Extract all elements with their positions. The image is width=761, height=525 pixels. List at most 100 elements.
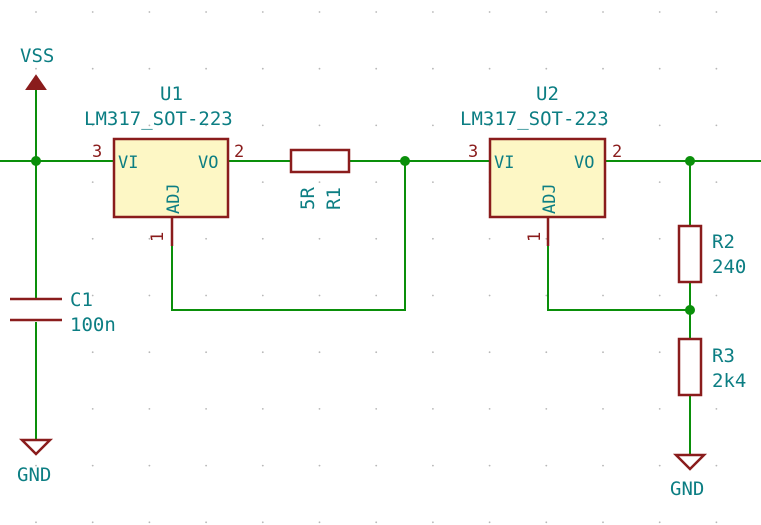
grid-dot <box>148 464 151 467</box>
grid-dot <box>715 408 718 410</box>
grid-dot <box>602 124 604 127</box>
u1-pin3-number: 3 <box>92 142 102 162</box>
grid-dot <box>318 237 321 240</box>
u1-pin1-number: 1 <box>148 232 168 242</box>
u2-value: LM317_SOT-223 <box>460 108 609 130</box>
grid-dot <box>715 67 718 70</box>
grid-dot <box>658 351 661 354</box>
grid-dot <box>658 408 661 410</box>
grid-dot <box>261 351 264 354</box>
resistor-r1[interactable]: 5R R1 <box>289 148 351 210</box>
grid-dot <box>375 124 378 127</box>
grid-dot <box>148 351 151 354</box>
gnd-symbol-right[interactable]: GND <box>670 453 708 500</box>
grid-dot <box>261 181 264 184</box>
grid-dot <box>545 294 548 297</box>
grid-dot <box>205 67 208 70</box>
junction-dot <box>685 305 695 315</box>
grid-dot <box>432 408 434 410</box>
grid-dot <box>205 124 208 127</box>
c1-value: 100n <box>70 314 116 336</box>
grid-dot <box>715 464 718 467</box>
grid-dot <box>602 237 604 240</box>
capacitor-c1[interactable]: C1 100n <box>10 289 116 336</box>
grid-dot <box>715 181 718 184</box>
grid-dot <box>602 408 604 410</box>
r1-value: 5R <box>297 187 319 210</box>
u2-pin-vo-name: VO <box>574 153 594 173</box>
ground-icon <box>18 438 54 456</box>
grid-dot <box>205 237 208 240</box>
grid-dot <box>602 11 604 13</box>
grid-dot <box>318 351 321 354</box>
r3-body <box>677 337 703 397</box>
grid-dot <box>545 11 548 13</box>
grid-dot <box>375 181 378 184</box>
grid-dot <box>205 408 208 410</box>
grid-dot <box>91 67 94 70</box>
grid-dot <box>715 351 718 354</box>
grid-dot <box>148 11 151 13</box>
grid-dot <box>318 11 321 13</box>
grid-dot <box>602 521 604 524</box>
grid-dot <box>488 521 491 524</box>
grid-dot <box>602 67 604 70</box>
r2-body <box>677 224 703 284</box>
junctions <box>31 156 695 315</box>
grid-dot <box>658 11 661 13</box>
u2-pin3-number: 3 <box>468 142 478 162</box>
grid-dot <box>488 124 491 127</box>
grid-dot <box>602 464 604 467</box>
u1-pin-vi-name: VI <box>118 153 138 173</box>
grid-dot <box>375 521 378 524</box>
grid-dot <box>488 67 491 70</box>
grid-dot <box>148 408 151 410</box>
grid-dot <box>318 67 321 70</box>
grid-dot <box>318 294 321 297</box>
regulator-u2[interactable]: U2 LM317_SOT-223 3 VI 2 VO 1 ADJ <box>460 83 622 246</box>
gnd-label-right: GND <box>670 478 704 500</box>
resistor-r2[interactable]: R2 240 <box>677 224 746 284</box>
grid-dot <box>602 351 604 354</box>
grid-dot <box>205 351 208 354</box>
grid-dot <box>261 408 264 410</box>
c1-ref: C1 <box>70 289 93 311</box>
grid-dot <box>432 181 434 184</box>
grid-dot <box>432 464 434 467</box>
grid-dot <box>432 67 434 70</box>
vss-symbol[interactable]: VSS <box>20 45 54 90</box>
grid-dot <box>545 124 548 127</box>
grid-dot <box>318 181 321 184</box>
u1-pin2-number: 2 <box>234 142 244 162</box>
grid-dot <box>91 408 94 410</box>
grid-dot <box>318 464 321 467</box>
grid-dot <box>545 237 548 240</box>
wire-u1-adj <box>171 161 406 311</box>
grid-dot <box>91 181 94 184</box>
junction-dot <box>400 156 410 166</box>
grid-dot <box>318 521 321 524</box>
grid-dot <box>205 294 208 297</box>
junction-dot <box>31 156 41 166</box>
grid-dot <box>261 294 264 297</box>
vss-label: VSS <box>20 45 54 67</box>
grid-dot <box>658 181 661 184</box>
grid-dot <box>602 294 604 297</box>
resistor-r3[interactable]: R3 2k4 <box>677 337 746 397</box>
grid-dot <box>375 67 378 70</box>
grid-dot <box>658 124 661 127</box>
grid-dot <box>318 408 321 410</box>
ground-icon <box>672 453 708 471</box>
grid-dot <box>375 294 378 297</box>
regulator-u1[interactable]: U1 LM317_SOT-223 3 VI 2 VO 1 ADJ <box>84 83 244 246</box>
r1-ref: R1 <box>323 187 345 210</box>
grid-dot <box>148 521 151 524</box>
u1-ref: U1 <box>160 83 183 105</box>
gnd-symbol-left[interactable]: GND <box>17 438 54 486</box>
grid-dot <box>91 124 94 127</box>
r3-value: 2k4 <box>712 370 746 392</box>
u2-pin2-number: 2 <box>612 142 622 162</box>
grid-dot <box>261 124 264 127</box>
grid-dot <box>488 351 491 354</box>
